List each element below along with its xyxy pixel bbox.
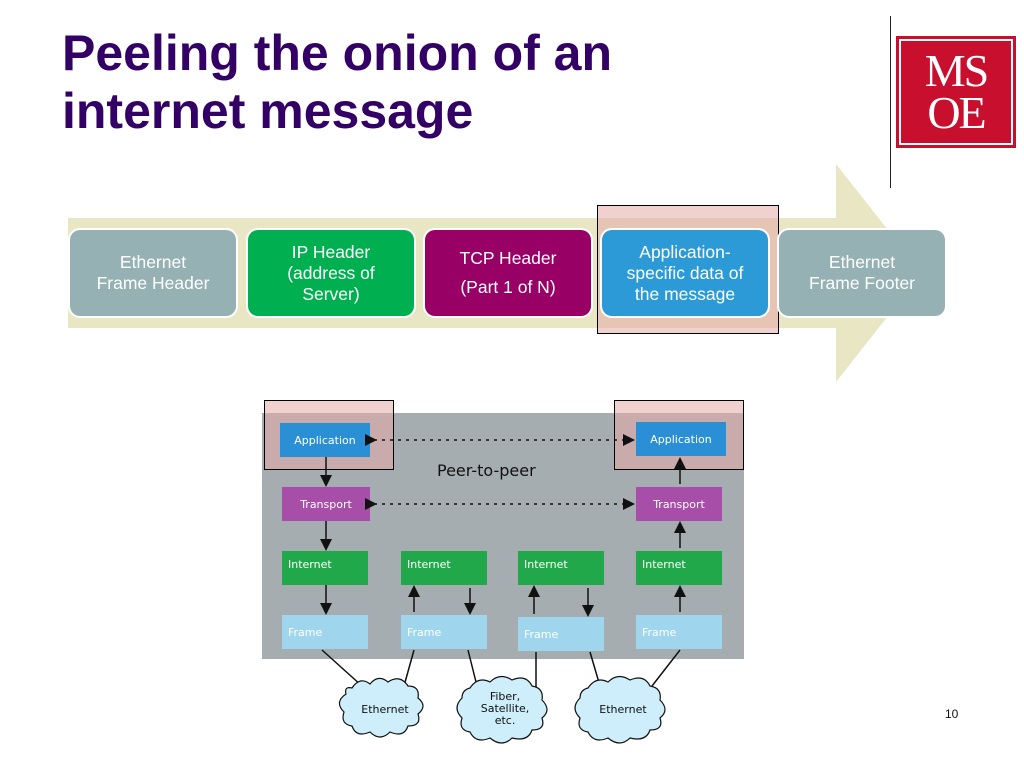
left-internet-layer: Internet	[282, 551, 368, 585]
block-text: specific data of	[626, 262, 744, 283]
application-data-block: Application- specific data of the messag…	[602, 230, 768, 316]
block-text: IP Header	[291, 241, 371, 262]
ethernet-frame-footer-block: Ethernet Frame Footer	[779, 230, 945, 316]
block-text: Frame Footer	[809, 273, 915, 293]
logo-divider	[890, 16, 891, 188]
block-text: Server)	[302, 283, 360, 304]
right-transport-layer: Transport	[636, 487, 722, 521]
block-text: (Part 1 of N)	[460, 277, 556, 297]
tcp-header-block: TCP Header (Part 1 of N)	[425, 230, 591, 316]
router2-internet-layer: Internet	[518, 551, 604, 585]
page-number: 10	[945, 707, 959, 721]
block-text: (address of	[287, 262, 375, 283]
right-frame-layer: Frame	[636, 615, 722, 649]
left-cloud-label: Ethernet	[361, 703, 409, 716]
router1-internet-layer: Internet	[401, 551, 487, 585]
middle-cloud-line: etc.	[494, 714, 516, 727]
right-cloud-label: Ethernet	[599, 703, 647, 716]
title-line-2: internet message	[62, 83, 474, 139]
middle-cloud-label: Fiber, Satellite, etc.	[472, 691, 538, 727]
left-application-layer: Application	[280, 423, 370, 457]
right-application-layer: Application	[636, 422, 726, 456]
ip-header-block: IP Header (address of Server)	[248, 230, 414, 316]
router1-frame-layer: Frame	[401, 615, 487, 649]
logo-line-1: MS	[924, 45, 990, 96]
router2-frame-layer: Frame	[518, 617, 604, 651]
middle-cloud-line: Satellite,	[480, 702, 530, 715]
block-text: Application-	[639, 241, 731, 262]
block-text: Ethernet	[119, 252, 187, 272]
block-text: TCP Header	[459, 248, 557, 268]
slide-title: Peeling the onion of an internet message	[62, 24, 842, 140]
middle-cloud-line: Fiber,	[489, 690, 521, 703]
msoe-logo: MS OE	[896, 36, 1016, 148]
diagram-caption: Peer-to-peer	[437, 461, 536, 480]
block-text: Frame Header	[96, 273, 210, 293]
ethernet-frame-header-block: Ethernet Frame Header	[70, 230, 236, 316]
right-internet-layer: Internet	[636, 551, 722, 585]
block-text: Ethernet	[828, 252, 896, 272]
left-frame-layer: Frame	[282, 615, 368, 649]
block-text: the message	[634, 283, 736, 304]
left-transport-layer: Transport	[282, 487, 370, 521]
logo-line-2: OE	[927, 87, 986, 138]
title-line-1: Peeling the onion of an	[62, 25, 612, 81]
